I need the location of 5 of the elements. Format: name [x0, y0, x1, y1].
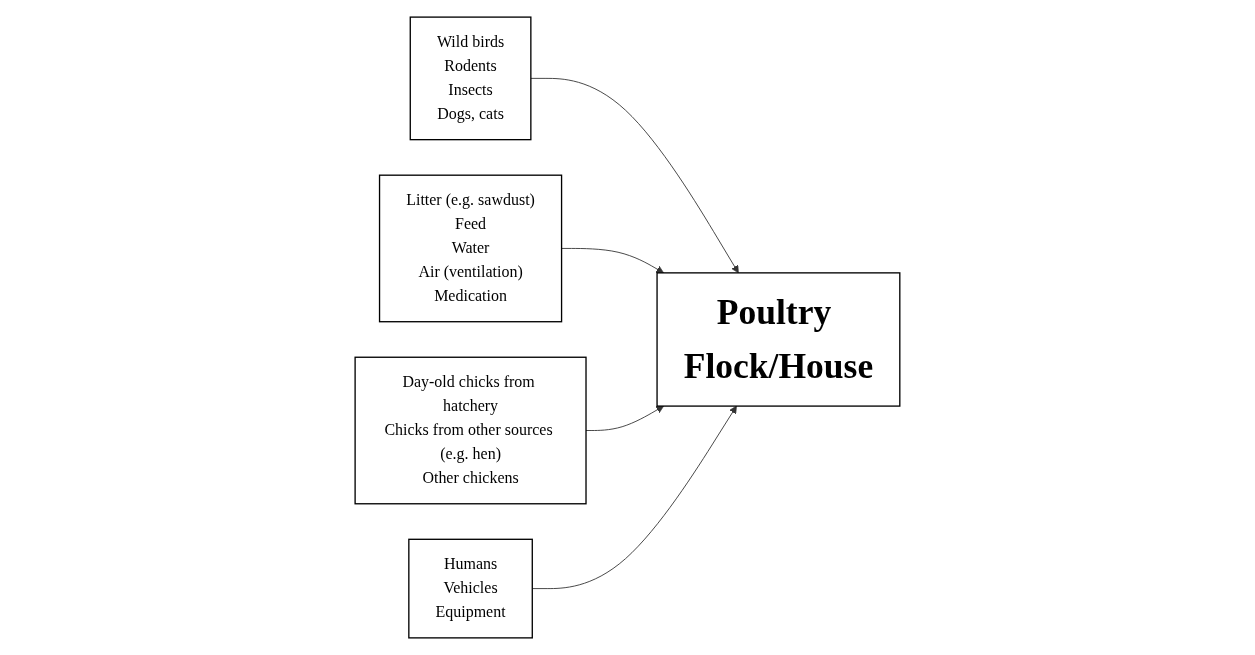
node-box: Litter (e.g. sawdust) Feed Water Air (ventilation) Medication — [378, 174, 563, 323]
node-box: Poultry Flock/House — [656, 272, 901, 407]
node-box: Day-old chicks from hatchery Chicks from other sources (e.g. hen) Other chickens — [354, 356, 587, 505]
node-box: Humans Vehicles Equipment — [408, 538, 533, 639]
node-box: Wild birds Rodents Insects Dogs, cats — [409, 16, 532, 141]
